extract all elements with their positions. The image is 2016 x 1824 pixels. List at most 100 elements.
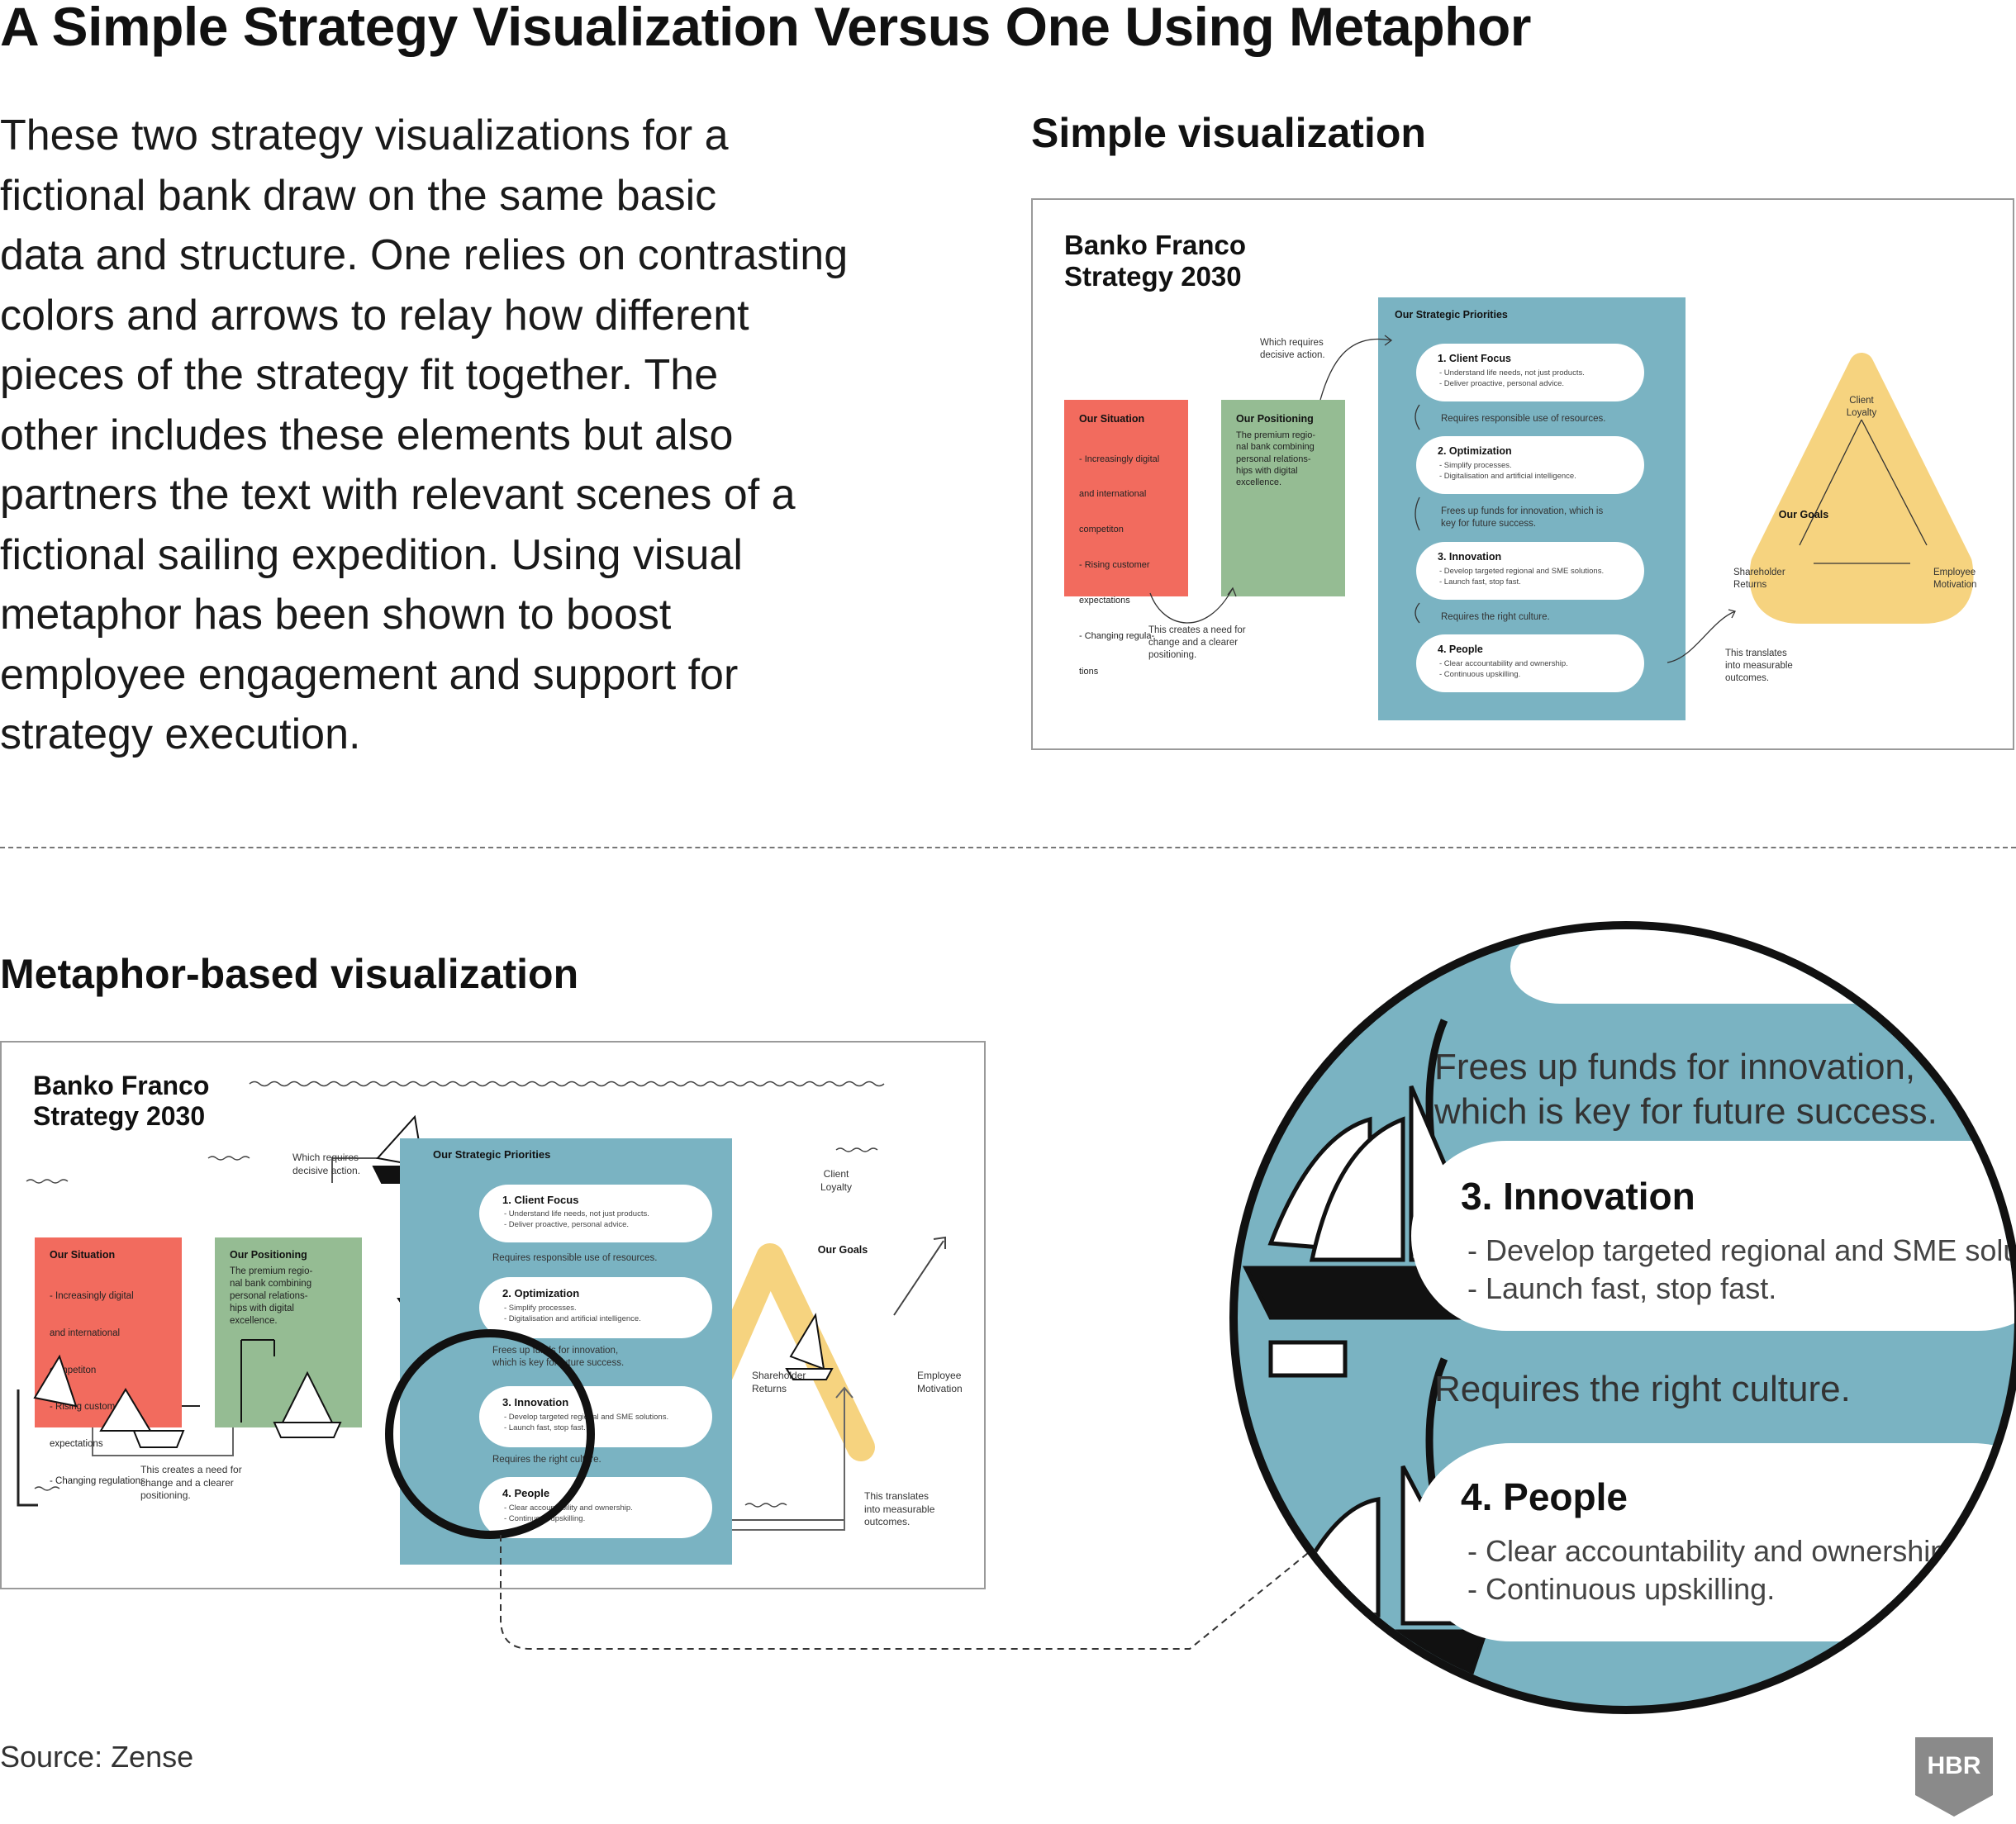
situation-line: and international xyxy=(1079,489,1147,500)
note-line: change and a clearer xyxy=(1148,637,1239,648)
positioning-lines: The premium regio- nal bank combining pe… xyxy=(1236,430,1315,488)
situation-line: and international xyxy=(50,1328,121,1338)
positioning-line: excellence. xyxy=(1236,477,1282,488)
magnifier-ring xyxy=(385,1329,595,1539)
priority-line: - Digitalisation and artificial intellig… xyxy=(1439,471,1576,481)
priority-line: - Clear accountability and ownership. xyxy=(1439,659,1568,668)
goal-line: Loyalty xyxy=(1846,407,1877,418)
goal-shareholder-returns: Shareholder Returns xyxy=(1733,567,1785,591)
positioning-line: nal bank combining xyxy=(1236,442,1315,453)
situation-line: - Increasingly digital xyxy=(50,1290,134,1301)
priority-line: - Simplify processes. xyxy=(504,1304,577,1313)
positioning-line: The premium regio- xyxy=(230,1266,313,1276)
note-line: outcomes. xyxy=(864,1516,911,1528)
priority-title: 3. Innovation xyxy=(502,1396,569,1408)
goal-line: Shareholder xyxy=(752,1370,806,1381)
priority-lines: - Simplify processes. - Digitalisation a… xyxy=(504,1304,641,1325)
diagram-title-line: Strategy 2030 xyxy=(1064,261,1242,292)
priorities-title: Our Strategic Priorities xyxy=(433,1148,551,1161)
goal-line: Shareholder xyxy=(1733,568,1785,577)
zoom-card-title: 4. People xyxy=(1461,1475,1628,1518)
arrow-situation-to-positioning xyxy=(92,1406,234,1456)
positioning-title: Our Positioning xyxy=(1236,413,1314,425)
note-line: This creates a need for xyxy=(1148,625,1246,635)
priority-card-1: 1. Client Focus - Understand life needs,… xyxy=(479,1185,712,1242)
diagram-title: Banko Franco Strategy 2030 xyxy=(33,1071,209,1132)
positioning-line: hips with digital xyxy=(1236,465,1298,476)
priority-line: - Launch fast, stop fast. xyxy=(504,1423,586,1432)
zoom-card-lines: - Develop targeted regional and SME solu… xyxy=(1467,1232,2014,1308)
arrow-people-to-goals xyxy=(1667,610,1736,663)
sea-waves xyxy=(249,1081,885,1087)
goal-line: Loyalty xyxy=(820,1180,853,1193)
goals-center-label: Our Goals xyxy=(1778,509,1829,520)
harbor-crane-icon xyxy=(240,1339,342,1438)
zoom-card-line: - Develop targeted regional and SME solu… xyxy=(1467,1233,2014,1267)
arrow-situation-to-positioning xyxy=(1149,587,1234,624)
hbr-logo-text: HBR xyxy=(1928,1752,1981,1779)
intro-line: colors and arrows to relay how different xyxy=(0,291,749,340)
positioning-line: excellence. xyxy=(230,1315,278,1326)
positioning-line: personal relations- xyxy=(230,1290,308,1301)
note-line: positioning. xyxy=(1148,649,1197,660)
zoom-innovation-card: 3. Innovation - Develop targeted regiona… xyxy=(1411,1141,2014,1331)
connector-line: Frees up funds for innovation, which is xyxy=(1441,506,1604,516)
goal-line: Employee xyxy=(1933,568,1976,577)
priority-card-2: 2. Optimization - Simplify processes. - … xyxy=(479,1277,712,1338)
connector-label: Requires the right culture. xyxy=(1441,612,1550,622)
zoom-culture-label: Requires the right culture. xyxy=(1434,1369,1851,1409)
positioning-title: Our Positioning xyxy=(230,1249,307,1261)
intro-line: data and structure. One relies on contra… xyxy=(0,231,849,279)
zoom-leader-line xyxy=(500,1535,1313,1650)
connector-arrow xyxy=(1415,404,1420,430)
priority-line: - Launch fast, stop fast. xyxy=(1439,577,1521,587)
priority-lines: - Understand life needs, not just produc… xyxy=(1439,368,1585,390)
positioning-line: hips with digital xyxy=(230,1303,294,1313)
page-title: A Simple Strategy Visualization Versus O… xyxy=(0,0,1531,57)
note-line: decisive action. xyxy=(292,1164,361,1176)
source-note: Source: Zense xyxy=(0,1740,194,1774)
positioning-line: The premium regio- xyxy=(1236,430,1315,440)
zoom-people-card: 4. People - Clear accountability and own… xyxy=(1411,1443,2014,1641)
goals-triangle xyxy=(1749,353,1974,624)
diagram-title-line: Banko Franco xyxy=(1064,230,1247,260)
creates-need-note: This creates a need for change and a cle… xyxy=(140,1464,242,1503)
goal-line: Motivation xyxy=(917,1382,963,1394)
translates-note: This translates into measurable outcomes… xyxy=(864,1490,934,1529)
priority-line: - Simplify processes. xyxy=(1439,461,1512,470)
priority-line: - Digitalisation and artificial intellig… xyxy=(504,1313,641,1323)
connector-line: Frees up funds for innovation, xyxy=(492,1346,619,1356)
connector-label: Requires responsible use of resources. xyxy=(1441,414,1606,424)
priority-title: 4. People xyxy=(502,1487,550,1499)
note-line: Which requires xyxy=(1260,338,1324,348)
priority-line: - Understand life needs, not just produc… xyxy=(1439,368,1585,378)
priority-line: - Develop targeted regional and SME solu… xyxy=(1439,567,1605,576)
arrow-head xyxy=(1728,609,1736,619)
sea-waves xyxy=(744,1503,787,1508)
priority-title: 2. Optimization xyxy=(502,1287,580,1299)
intro-line: strategy execution. xyxy=(0,710,361,758)
priority-line: - Continuous upskilling. xyxy=(1439,669,1521,679)
intro-paragraph: These two strategy visualizations for a … xyxy=(0,106,942,765)
priority-title: 1. Client Focus xyxy=(1438,353,1511,364)
diagram-title-line: Banko Franco xyxy=(33,1071,210,1100)
arrow-head xyxy=(933,1236,946,1249)
zoom-card-line: - Continuous upskilling. xyxy=(1467,1572,1776,1607)
goal-shareholder-returns: Shareholder Returns xyxy=(752,1370,806,1395)
priority-title: 3. Innovation xyxy=(1438,551,1502,563)
zoom-connector-line: Frees up funds for innovation, xyxy=(1434,1047,1916,1087)
goal-line: Returns xyxy=(1733,579,1767,590)
priority-line: - Clear accountability and ownership. xyxy=(504,1503,633,1513)
priorities-panel: Our Strategic Priorities 1. Client Focus… xyxy=(1378,297,1686,720)
situation-lines: - Increasingly digital and international… xyxy=(1079,430,1159,701)
goal-line: Returns xyxy=(752,1382,787,1394)
positioning-lines: The premium regio- nal bank combining pe… xyxy=(230,1266,312,1328)
diagram-title-line: Strategy 2030 xyxy=(33,1101,206,1132)
situation-line: - Rising customer xyxy=(1079,560,1150,571)
arrow-head xyxy=(1384,335,1393,346)
which-requires-note: Which requires decisive action. xyxy=(292,1152,360,1177)
diagram-title: Banko Franco Strategy 2030 xyxy=(1064,230,1246,293)
arrow-head xyxy=(835,1386,853,1399)
simple-visualization-heading: Simple visualization xyxy=(1031,110,1426,156)
arrow-to-goals xyxy=(716,1389,845,1531)
